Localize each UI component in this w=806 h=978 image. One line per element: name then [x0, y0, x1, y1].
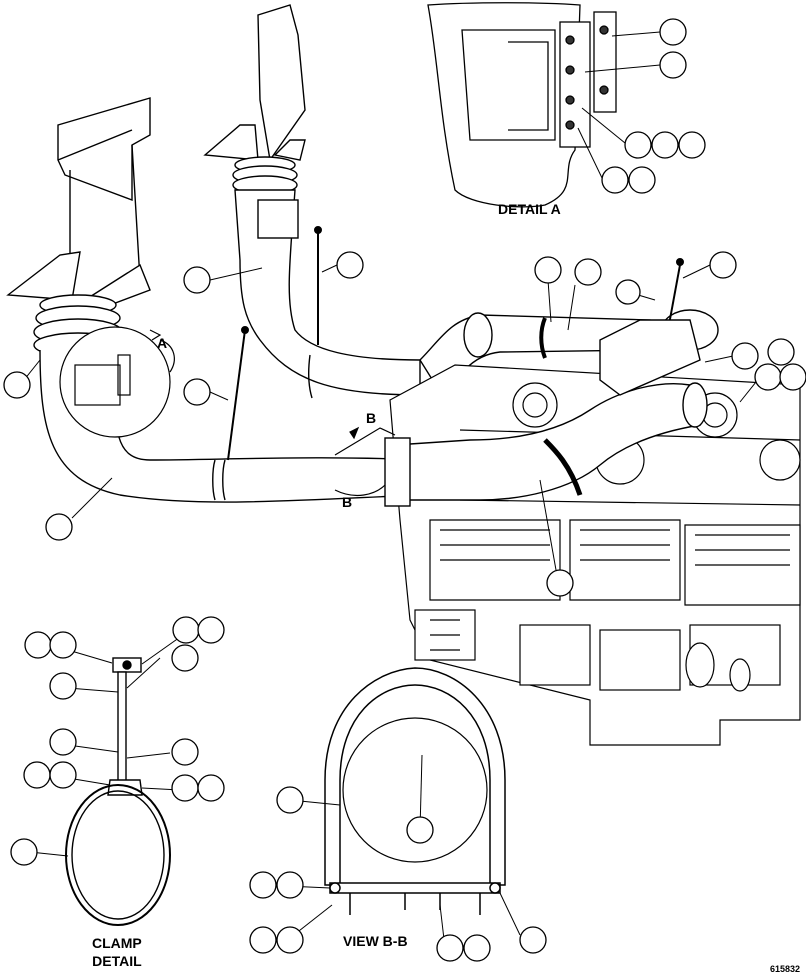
callout: [45, 513, 73, 541]
callout: [601, 166, 629, 194]
callout: [197, 774, 225, 802]
callout: [754, 363, 782, 391]
figure-code: 615832: [770, 964, 801, 974]
callout: [49, 672, 77, 700]
callout: [172, 616, 200, 644]
callout: [249, 926, 277, 954]
callout: [249, 871, 277, 899]
callout: [183, 266, 211, 294]
callout: [10, 838, 38, 866]
callout: [197, 616, 225, 644]
callout: [709, 251, 737, 279]
callout: [276, 871, 304, 899]
view-b-arrows: [334, 426, 396, 497]
detail-a-arrow-label: A: [157, 335, 168, 351]
clamp-detail-label: CLAMP DETAIL: [92, 934, 142, 970]
callout: [659, 51, 687, 79]
callout: [436, 934, 464, 962]
callout: [546, 569, 574, 597]
callouts: [3, 18, 806, 962]
callout: [49, 631, 77, 659]
callout: [276, 926, 304, 954]
front-elbow: [384, 319, 708, 507]
section-b-label-bottom: B: [342, 494, 353, 510]
callout: [779, 363, 806, 391]
callout: [49, 761, 77, 789]
callout: [463, 934, 491, 962]
section-b-label-top: B: [366, 410, 377, 426]
callout: [678, 131, 706, 159]
callout: [406, 816, 434, 844]
callout: [183, 378, 211, 406]
callout: [171, 774, 199, 802]
callout: [336, 251, 364, 279]
callout: [615, 279, 641, 305]
callout: [24, 631, 52, 659]
callout: [171, 738, 199, 766]
callout: [534, 256, 562, 284]
center-stack: [203, 4, 421, 399]
detail-a-label: DETAIL A: [498, 201, 561, 217]
clamp-detail-line2: DETAIL: [92, 953, 142, 969]
detail-a-circle: [59, 326, 175, 438]
callout: [171, 644, 199, 672]
callout: [624, 131, 652, 159]
callout: [3, 371, 31, 399]
callout: [49, 728, 77, 756]
clamp-detail-line1: CLAMP: [92, 935, 142, 951]
callout: [23, 761, 51, 789]
callout: [731, 342, 759, 370]
clamp-detail-illustration: [65, 657, 171, 926]
support-rods: [227, 226, 684, 461]
view-bb-illustration: [324, 667, 506, 915]
detail-a-illustration: [427, 2, 617, 208]
callout: [767, 338, 795, 366]
view-bb-label: VIEW B-B: [343, 933, 408, 949]
callout: [519, 926, 547, 954]
callout: [628, 166, 656, 194]
callout: [651, 131, 679, 159]
callout: [276, 786, 304, 814]
callout: [574, 258, 602, 286]
callout: [659, 18, 687, 46]
